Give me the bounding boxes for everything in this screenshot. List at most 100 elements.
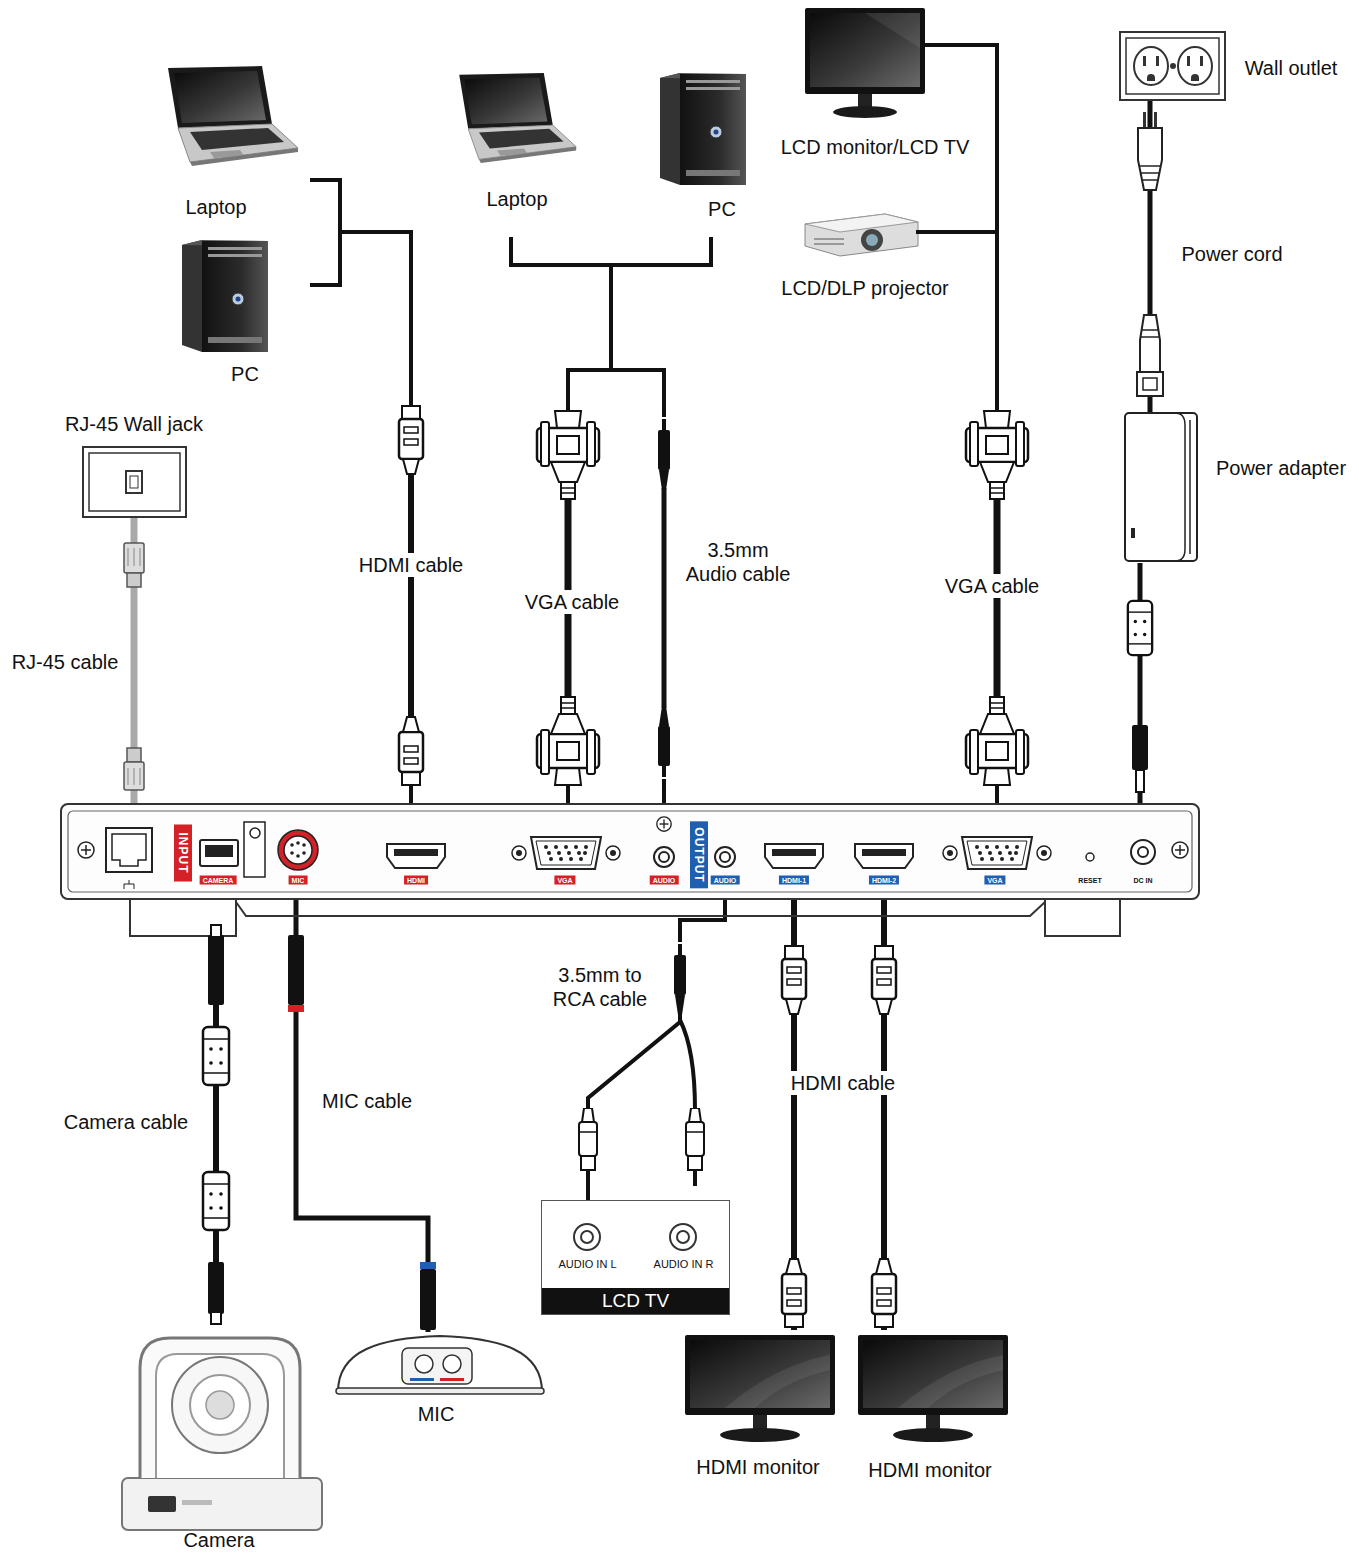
camera-cable-picture xyxy=(211,1312,221,1324)
device-label: HDMI monitor xyxy=(868,1459,991,1482)
power-adapter-picture xyxy=(1125,413,1197,561)
projector-picture xyxy=(805,214,918,256)
vga-out-port: VGA xyxy=(948,832,1044,888)
hdmi-monitor-device: HDMI monitor xyxy=(680,1330,840,1482)
port-label: HDMI-1 xyxy=(779,876,809,885)
camera-picture xyxy=(206,1391,234,1419)
power-cord-picture xyxy=(1143,378,1157,390)
rj45-plug-picture xyxy=(128,768,129,785)
rca-cable-picture xyxy=(579,1108,597,1186)
audio-plug-picture xyxy=(658,410,670,786)
codec-panel xyxy=(244,822,265,877)
rca-cable-picture xyxy=(680,1020,695,1110)
codec-panel xyxy=(765,844,823,868)
mic-picture xyxy=(338,1336,542,1392)
hdmi-plug-picture xyxy=(782,946,806,1014)
power-cord-picture xyxy=(1140,165,1160,167)
cable-connector xyxy=(310,180,411,840)
wall-outlet-picture xyxy=(1170,63,1176,69)
camera-cable-picture xyxy=(203,925,229,1324)
codec-panel xyxy=(60,803,1200,936)
camera-picture xyxy=(172,1357,268,1453)
cable-connector xyxy=(310,232,411,840)
codec-panel xyxy=(284,836,312,864)
wall-jack: RJ-45 Wall jack xyxy=(60,408,210,518)
codec-panel xyxy=(290,843,294,847)
device-label: PC xyxy=(708,198,736,221)
rj45-plug-picture xyxy=(134,548,135,566)
tv-name-bar: LCD TV xyxy=(542,1288,729,1314)
laptop-picture xyxy=(168,66,298,166)
mic-port: MIC xyxy=(274,826,322,888)
cable-label: 3.5mm Audio cable xyxy=(679,538,797,586)
codec-panel xyxy=(715,847,735,867)
power-cord-picture xyxy=(1138,128,1162,190)
mic-cable-picture xyxy=(420,1269,436,1330)
codec-panel xyxy=(250,828,260,838)
device-label: LCD/DLP projector xyxy=(781,277,948,300)
rj45-plug-picture xyxy=(127,748,141,762)
power-cord-picture xyxy=(1143,112,1146,128)
hdmi-plug-picture xyxy=(782,1259,806,1327)
camera-picture xyxy=(182,1500,212,1505)
cable-label: MIC cable xyxy=(319,1089,415,1113)
wall-outlet-picture xyxy=(1147,74,1155,81)
codec-panel xyxy=(1138,847,1148,857)
laptop-device: Laptop xyxy=(145,62,310,222)
wall-outlet: Wall outlet xyxy=(1115,28,1353,100)
port-label: AUDIO xyxy=(711,876,740,885)
camera-picture xyxy=(140,1338,300,1478)
cable-connector xyxy=(511,237,664,842)
rj45-plug-picture xyxy=(140,548,141,566)
power-cord-picture xyxy=(1137,112,1163,396)
vga-plug-picture xyxy=(537,411,599,499)
device-label: Camera xyxy=(183,1529,254,1552)
lcd-tv-jacks xyxy=(670,1224,696,1250)
power-cord-picture xyxy=(1142,329,1158,331)
wall-outlet-picture xyxy=(1191,74,1199,81)
cable-body xyxy=(662,488,667,708)
rca-cable-picture xyxy=(686,1108,704,1186)
lcd-monitor-device: LCD monitor/LCD TV xyxy=(770,4,982,164)
laptop-picture xyxy=(459,73,576,163)
camera-picture xyxy=(122,1338,322,1530)
audio-out-port: AUDIO xyxy=(705,842,745,888)
hdmi-monitor-picture xyxy=(685,1335,1008,1442)
cable-label: HDMI cable xyxy=(788,1071,898,1095)
monitor-picture xyxy=(805,8,925,118)
laptop-picture xyxy=(459,73,576,163)
power-adapter-picture xyxy=(1131,528,1135,538)
cable-label: VGA cable xyxy=(522,590,623,614)
codec-panel xyxy=(200,840,238,866)
cable-label: HDMI cable xyxy=(356,553,466,577)
cable-label: 3.5mm to RCA cable xyxy=(545,963,655,1011)
codec-panel xyxy=(60,803,1200,900)
mic-picture xyxy=(415,1355,433,1373)
power-adapter-picture xyxy=(1132,725,1148,770)
power-adapter-picture xyxy=(1175,413,1185,561)
wall-outlet-picture xyxy=(1126,38,1219,94)
codec-panel xyxy=(302,851,306,855)
rj45-plug-picture xyxy=(134,768,135,785)
rca-cable-picture xyxy=(674,935,686,1015)
wall-outlet-picture xyxy=(1200,56,1203,66)
wall-outlet-picture xyxy=(1134,47,1168,85)
vga-plug-picture xyxy=(537,697,599,785)
port-label: DC IN xyxy=(1133,876,1152,885)
lcd-tv-box: AUDIO IN LAUDIO IN RLCD TV xyxy=(541,1200,730,1315)
audio-plug-picture xyxy=(658,410,670,490)
hdmi-plug-picture xyxy=(399,406,423,474)
projector-picture xyxy=(805,214,918,256)
device-label: HDMI monitor xyxy=(696,1456,819,1479)
dc-in-port: DC IN xyxy=(1124,834,1164,888)
laptop-picture xyxy=(168,66,298,166)
pc-picture xyxy=(660,73,746,185)
vga-plug-picture xyxy=(966,411,1028,499)
hdmi-monitor-device: HDMI monitor xyxy=(850,1330,1015,1485)
codec-panel xyxy=(1045,900,1120,936)
codec-panel xyxy=(387,844,445,868)
codec-panel xyxy=(236,902,1045,916)
rj45-plug-picture xyxy=(127,573,141,587)
codec-panel xyxy=(290,851,294,855)
